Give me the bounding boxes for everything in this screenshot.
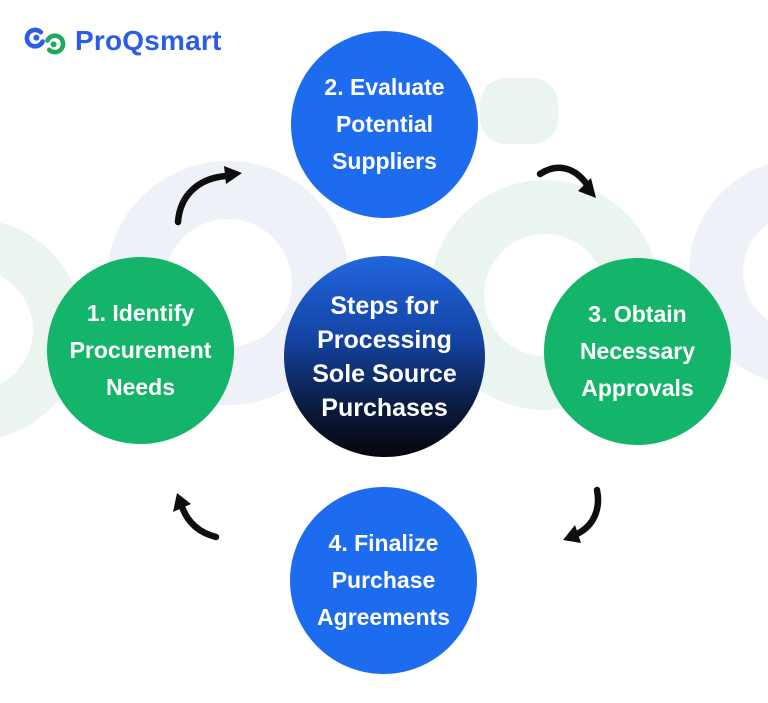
step-1-line-2: Procurement — [69, 337, 212, 363]
step-1-line-3: Needs — [105, 374, 176, 400]
brand-name: ProQsmart — [75, 25, 222, 56]
center-title-circle: Steps for Processing Sole Source Purchas… — [284, 256, 485, 457]
arrow-left-to-top-icon — [174, 166, 242, 226]
center-title-line-4: Purchases — [321, 393, 448, 422]
step-circle-3-obtain-necessary-approvals: 3. Obtain Necessary Approvals — [544, 258, 731, 445]
step-circle-4-finalize-purchase-agreements: 4. Finalize Purchase Agreements — [290, 487, 477, 674]
step-3-line-1: 3. Obtain — [588, 301, 687, 327]
step-4-line-1: 4. Finalize — [328, 530, 439, 556]
step-circle-2-evaluate-potential-suppliers: 2. Evaluate Potential Suppliers — [291, 31, 478, 218]
step-3-line-3: Approvals — [581, 375, 694, 401]
step-2-line-2: Potential — [335, 111, 434, 137]
arrow-top-to-right-icon — [536, 164, 596, 198]
step-1-line-1: 1. Identify — [86, 300, 195, 326]
step-3-line-2: Necessary — [579, 338, 696, 364]
arrow-right-to-bottom-icon — [563, 486, 602, 543]
proqsmart-logo: ProQsmart — [24, 24, 222, 58]
step-4-line-3: Agreements — [317, 604, 450, 630]
center-title-line-2: Processing — [317, 325, 452, 354]
center-title-line-3: Sole Source — [312, 359, 457, 388]
proqsmart-logo-icon — [24, 27, 66, 55]
arrow-bottom-to-left-icon — [173, 493, 220, 541]
step-4-line-2: Purchase — [331, 567, 436, 593]
step-circle-1-identify-procurement-needs: 1. Identify Procurement Needs — [47, 257, 234, 444]
step-2-line-3: Suppliers — [332, 148, 437, 174]
center-title-line-1: Steps for — [330, 291, 439, 320]
step-2-line-1: 2. Evaluate — [324, 74, 445, 100]
